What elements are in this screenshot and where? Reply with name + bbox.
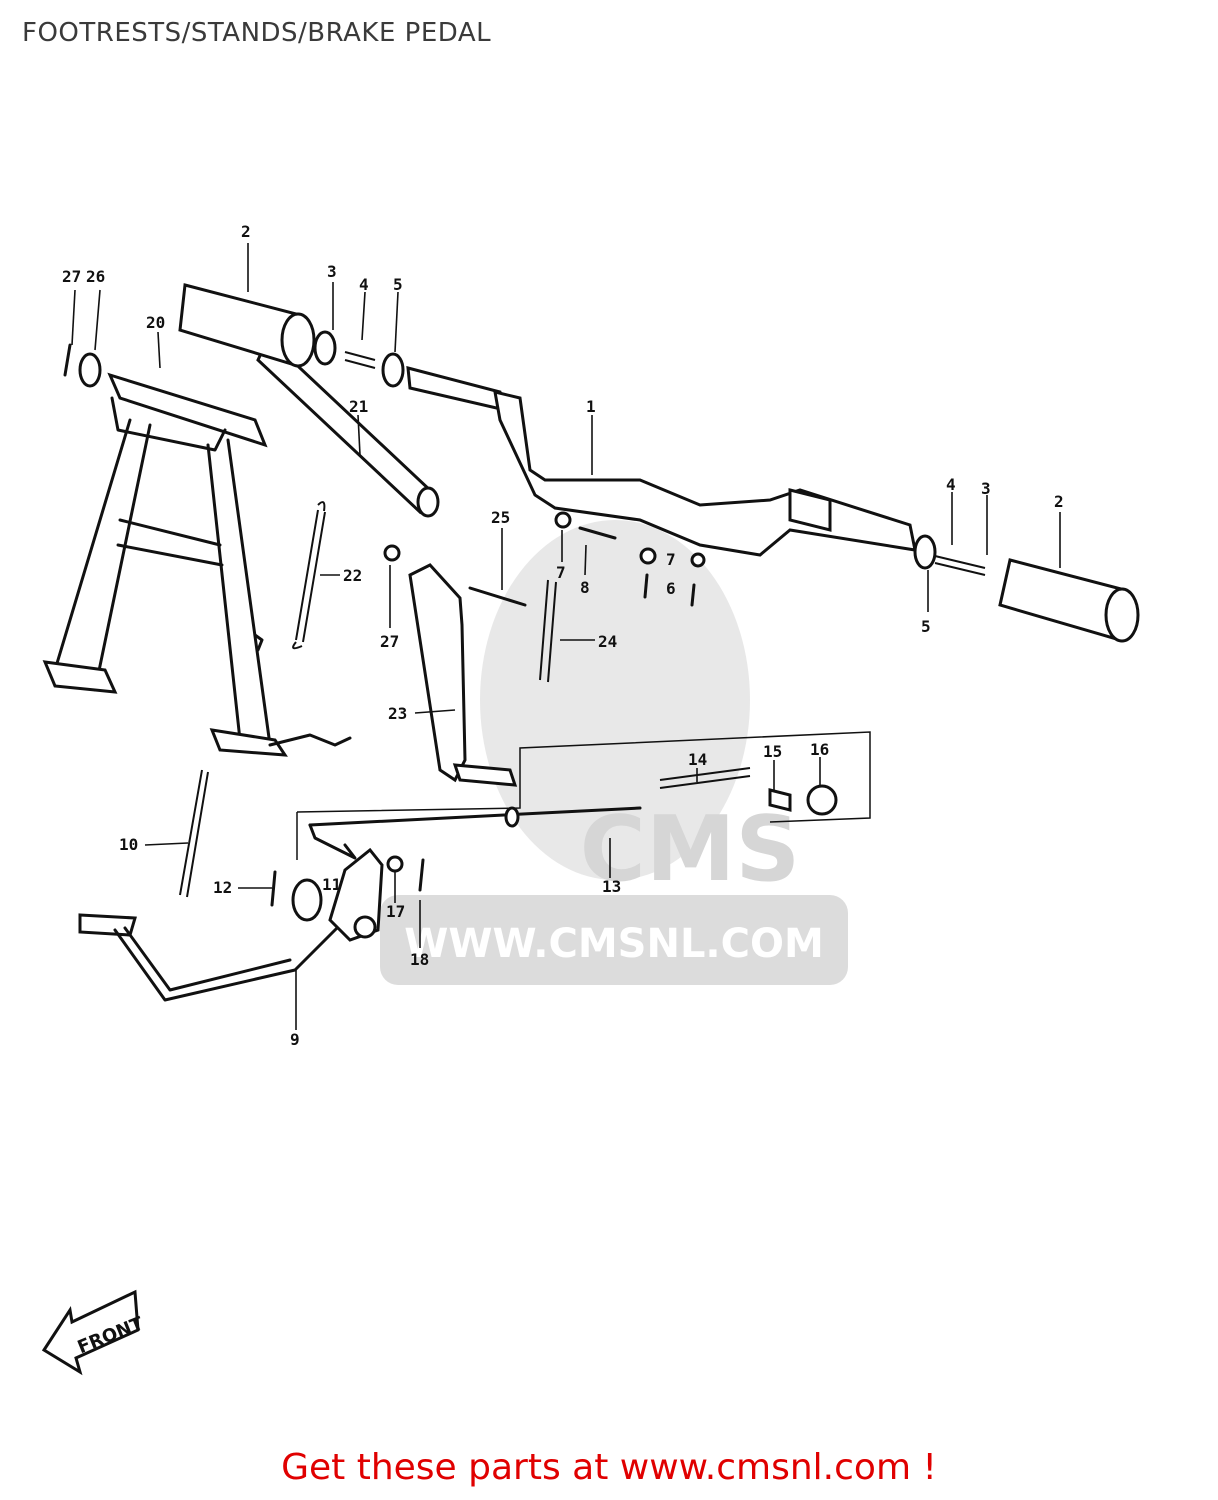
bolts	[63, 343, 696, 907]
footrest-bar	[406, 366, 917, 557]
brake-pedal	[78, 847, 384, 1002]
watermark-logo: CMS	[580, 797, 800, 902]
callout-23: 27	[62, 267, 81, 286]
pivot-shaft	[256, 335, 440, 518]
brake-rod	[308, 784, 838, 860]
callout-5-right: 5	[921, 617, 931, 636]
front-arrow: FRONT	[41, 1289, 147, 1376]
callout-18: 18	[410, 950, 429, 969]
callout-5-left: 5	[393, 275, 403, 294]
springs	[179, 351, 986, 898]
washers	[78, 330, 937, 922]
page-title: FOOTRESTS/STANDS/BRAKE PEDAL	[22, 18, 492, 48]
callout-10: 10	[119, 835, 138, 854]
callout-15: 15	[763, 742, 782, 761]
callout-20: 21	[349, 397, 368, 416]
center-stand	[42, 372, 352, 757]
callout-17: 17	[386, 902, 405, 921]
callout-7-right: 7	[666, 550, 676, 569]
callout-13: 13	[602, 877, 621, 896]
callout-21: 22	[343, 566, 362, 585]
callout-6: 6	[666, 579, 676, 598]
watermark-url: WWW.CMSNL.COM	[404, 921, 824, 967]
callout-26: 25	[491, 508, 510, 527]
callout-3-left: 3	[327, 262, 337, 281]
callout-9: 9	[290, 1030, 300, 1049]
callout-16: 16	[810, 740, 829, 759]
footer-link[interactable]: Get these parts at www.cmsnl.com !	[281, 1447, 937, 1488]
callout-2-right: 2	[1054, 492, 1064, 511]
callout-4-left: 4	[359, 275, 369, 294]
callout-27: 27	[380, 632, 399, 651]
callout-12: 12	[213, 878, 232, 897]
rod-group-outline	[296, 731, 871, 860]
callout-7-left: 7	[556, 563, 566, 582]
callout-25: 24	[598, 632, 617, 651]
leader-lines	[71, 243, 1061, 1030]
cms-watermark: WWW.CMSNL.COM CMS	[380, 520, 848, 985]
callout-22: 26	[86, 267, 105, 286]
callout-2-left: 2	[241, 222, 251, 241]
callout-8: 8	[580, 578, 590, 597]
callout-19: 20	[146, 313, 165, 332]
callout-14: 14	[688, 750, 707, 769]
callout-11: 11	[322, 875, 341, 894]
callout-24: 23	[388, 704, 407, 723]
callout-1: 1	[586, 397, 596, 416]
callout-3-right: 3	[981, 479, 991, 498]
side-stand	[408, 563, 518, 787]
footrest-rubbers	[178, 283, 1140, 643]
callout-numbers: 27 26 20 2 3 4 5 21 1 4 3 2 5 25 7 8 7 6…	[62, 222, 1064, 1049]
callout-4-right: 4	[946, 475, 956, 494]
